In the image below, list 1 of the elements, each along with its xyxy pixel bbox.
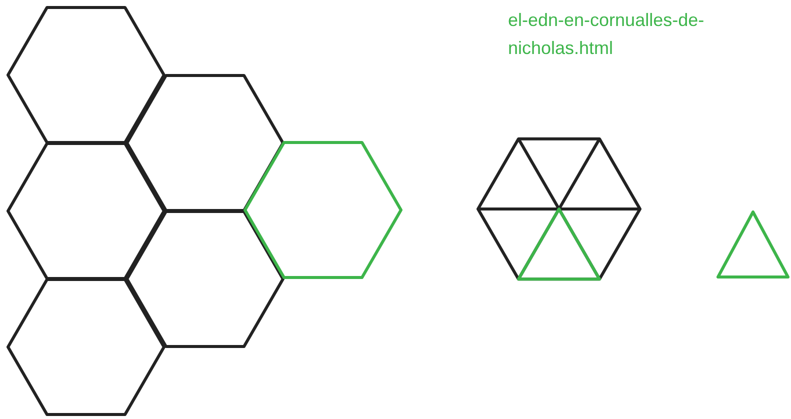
file-name-text: el-edn-en-cornualles-de-nicholas.html: [508, 9, 706, 60]
